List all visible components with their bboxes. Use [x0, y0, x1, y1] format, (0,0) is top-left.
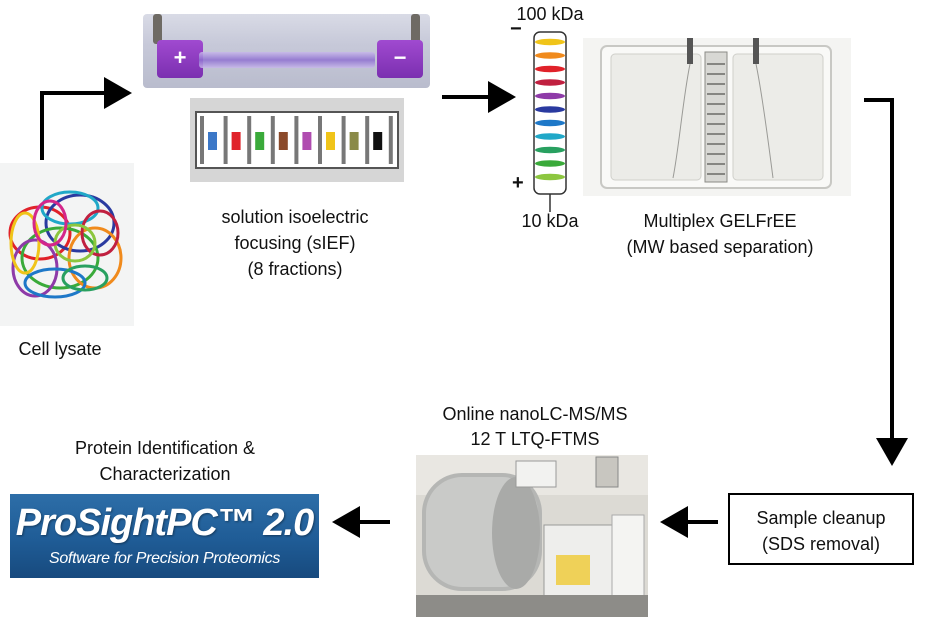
tube-bottom-label: 10 kDa	[521, 211, 579, 231]
sief-fraction-5	[302, 132, 312, 150]
sief-label-line3: (8 fractions)	[247, 259, 343, 279]
sief-fraction-7	[349, 132, 359, 150]
sief-fraction-8	[373, 132, 383, 150]
sief-membrane	[247, 116, 252, 164]
tube-band-2	[535, 52, 565, 59]
protein-id-label-line1: Protein Identification &	[74, 438, 256, 458]
sief-label-line1: solution isoelectric	[221, 207, 369, 227]
tube-band-6	[535, 106, 565, 113]
tube-plus-sign: +	[512, 172, 524, 194]
gelfree-label-line1: Multiplex GELFrEE	[643, 211, 797, 231]
gelfree-device-image	[583, 38, 851, 196]
sief-membrane	[294, 116, 299, 164]
sample-cleanup-box: Sample cleanup (SDS removal)	[728, 493, 914, 565]
left-electrode	[153, 14, 162, 44]
tube-band-5	[535, 92, 565, 100]
minus-sign: −	[393, 45, 407, 70]
tube-band-7	[535, 119, 565, 127]
sief-membrane	[341, 116, 346, 164]
tube-band-11	[535, 173, 565, 181]
sief-fraction-schematic	[190, 98, 404, 182]
sief-fraction-6	[326, 132, 335, 150]
sief-membrane	[365, 116, 370, 164]
sief-membrane	[388, 116, 393, 164]
prosightpc-logo: ProSightPC™ 2.0 Software for Precision P…	[10, 494, 319, 578]
protein-id-label-line2: Characterization	[99, 464, 231, 484]
sief-membrane	[200, 116, 204, 164]
gelfree-tube	[526, 20, 574, 220]
tube-band-1	[535, 38, 565, 46]
sief-fraction-1	[208, 132, 217, 150]
cleanup-label-line2: (SDS removal)	[761, 534, 881, 554]
tube-band-3	[535, 65, 565, 73]
sief-fraction-3	[255, 132, 265, 150]
sief-fraction-4	[278, 132, 288, 150]
sief-membrane	[270, 116, 275, 164]
tube-band-4	[535, 79, 565, 86]
sief-membrane	[223, 116, 228, 164]
cell-lysate-image	[0, 163, 134, 326]
sief-membrane	[318, 116, 322, 164]
cell-lysate-label: Cell lysate	[18, 339, 102, 359]
gelfree-label-line2: (MW based separation)	[626, 237, 814, 257]
tube-band-10	[535, 160, 565, 167]
arrow-lysate-to-sief	[40, 77, 132, 160]
tube-minus-sign: −	[510, 18, 522, 40]
anode-chamber: +	[157, 40, 203, 78]
prosight-subtitle: Software for Precision Proteomics	[48, 550, 281, 567]
plus-sign: +	[173, 45, 187, 70]
lcms-label-line1: Online nanoLC-MS/MS	[442, 404, 628, 424]
tube-band-8	[535, 133, 565, 140]
sief-channel	[199, 52, 375, 68]
arrow-gelfree-to-cleanup	[864, 98, 908, 466]
lcms-instrument-image	[416, 455, 648, 617]
cathode-chamber: −	[377, 40, 423, 78]
prosight-title: ProSightPC™ 2.0	[15, 502, 315, 544]
cleanup-label-line1: Sample cleanup	[756, 508, 886, 528]
lcms-label-line2: 12 T LTQ-FTMS	[470, 429, 600, 449]
sief-label-line2: focusing (sIEF)	[234, 233, 356, 253]
tube-top-label: 100 kDa	[516, 4, 584, 24]
right-electrode	[411, 14, 420, 44]
sief-device-image: + −	[143, 14, 430, 88]
tube-band-9	[535, 146, 565, 154]
sief-fraction-2	[231, 132, 241, 150]
